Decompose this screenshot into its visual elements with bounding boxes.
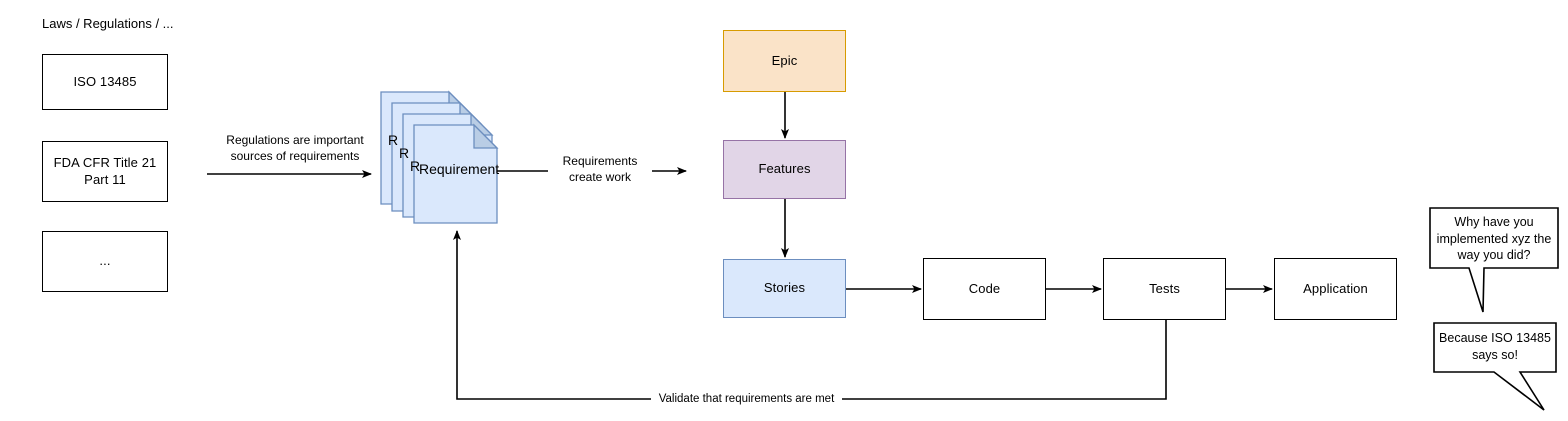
source-box-ellipsis[interactable]: ... (42, 231, 168, 292)
speech-bubble-2-shape[interactable] (1433, 322, 1557, 411)
source-box-fda-cfr[interactable]: FDA CFR Title 21 Part 11 (42, 141, 168, 202)
work-item-epic[interactable]: Epic (723, 30, 846, 92)
requirement-label: Requirement (419, 161, 500, 177)
edge-label-regulations: Regulations are important sources of req… (212, 133, 378, 165)
pipeline-box-code[interactable]: Code (923, 258, 1046, 320)
edge-label-requirements-create-work: Requirements create work (548, 154, 652, 186)
speech-bubble-2-text: Because ISO 13485 says so! (1439, 331, 1551, 362)
work-item-stories[interactable]: Stories (723, 259, 846, 318)
source-box-iso-13485[interactable]: ISO 13485 (42, 54, 168, 110)
requirement-stack-ghost-label-2: R (399, 145, 409, 161)
speech-bubble-1-text: Why have you implemented xyz the way you… (1436, 215, 1552, 262)
pipeline-box-application[interactable]: Application (1274, 258, 1397, 320)
laws-regulations-heading: Laws / Regulations / ... (42, 16, 174, 31)
edge-label-validate-loop: Validate that requirements are met (651, 392, 842, 407)
work-item-features[interactable]: Features (723, 140, 846, 199)
pipeline-box-tests[interactable]: Tests (1103, 258, 1226, 320)
speech-bubble-1-shape[interactable] (1429, 207, 1559, 313)
requirement-stack-ghost-label-3: R (410, 158, 420, 174)
requirement-stack-ghost-label-1: R (388, 132, 398, 148)
